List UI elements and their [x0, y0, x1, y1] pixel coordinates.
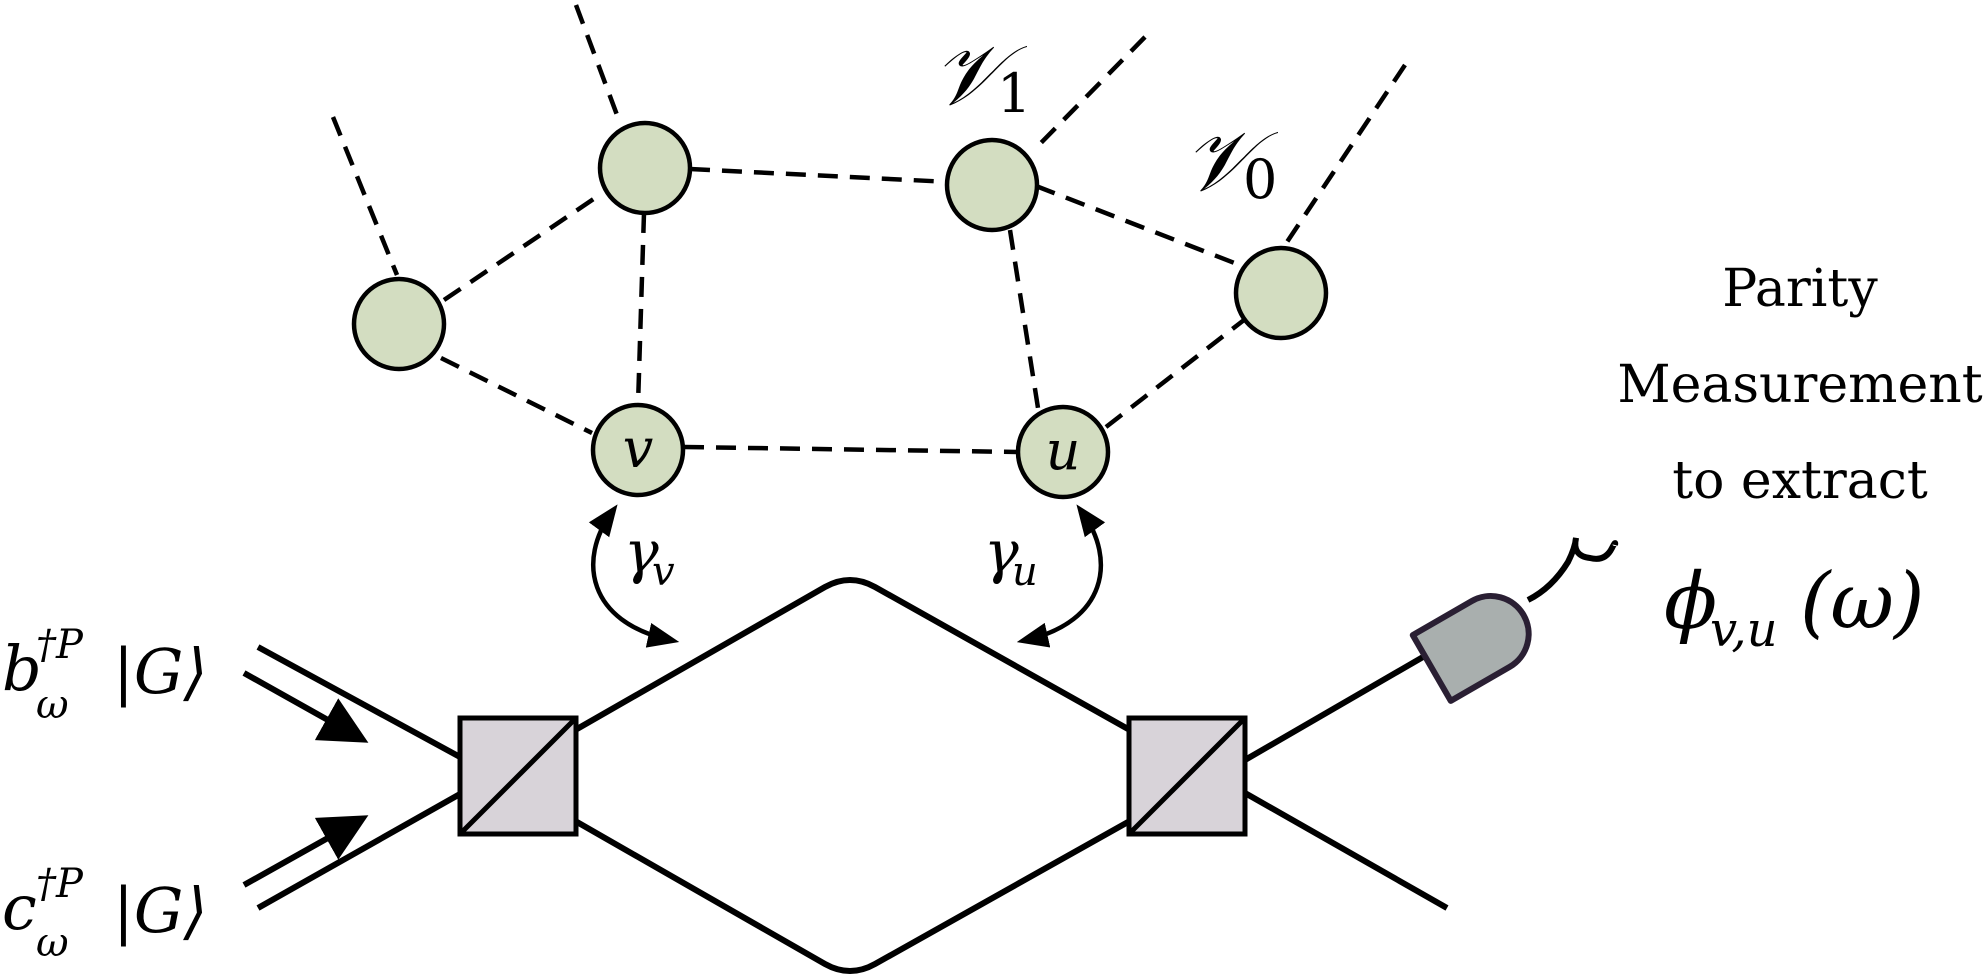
coupling-arrow-v — [588, 504, 680, 648]
gamma-u-sub: u — [1012, 549, 1038, 595]
gamma-v-base: γ — [624, 518, 659, 586]
measurement-line-1: Parity — [1722, 259, 1878, 319]
graph-nodes — [351, 120, 1329, 500]
edge-dangling-top — [573, 4, 623, 124]
node-v0 — [1233, 245, 1329, 341]
beam-splitter-2 — [1126, 715, 1248, 837]
edge-topmid-v1 — [689, 166, 951, 185]
node-u — [1015, 404, 1111, 500]
set-label-v0-sub: 0 — [1243, 148, 1277, 211]
set-label-v1-sub: 1 — [997, 62, 1031, 125]
output-path-free — [1243, 790, 1449, 911]
input-path-b — [256, 644, 462, 760]
input-b-base: b — [2, 632, 42, 705]
coupling-label-gamma-u: γ u — [984, 518, 1038, 595]
set-label-v0: 𝒱 0 — [1183, 112, 1278, 211]
input-path-c — [256, 791, 462, 911]
phi-base: ϕ — [1664, 557, 1717, 647]
node-v1 — [944, 137, 1040, 233]
edge-left-v — [439, 355, 594, 436]
output-path-detector — [1243, 643, 1444, 763]
node-v — [590, 402, 686, 498]
edge-v1-v0 — [1035, 183, 1238, 267]
input-label-b: b †P ω |G⟩ — [2, 622, 208, 728]
edge-left-topmid — [442, 194, 600, 302]
coupling-label-gamma-v: γ v — [624, 518, 675, 595]
node-u-label: u — [1046, 419, 1081, 482]
measurement-line-2: Measurement — [1617, 355, 1982, 415]
input-c-sub: ω — [36, 920, 69, 966]
input-arrow-c — [242, 815, 369, 888]
input-c-ket: |G⟩ — [113, 874, 208, 947]
input-b-ket: |G⟩ — [113, 635, 208, 708]
measurement-line-3: to extract — [1672, 451, 1928, 511]
interferometer-paths — [256, 577, 1449, 974]
gamma-u-base: γ — [984, 518, 1019, 586]
upper-arm — [575, 577, 1130, 732]
input-b-sub: ω — [36, 682, 69, 728]
input-c-base: c — [2, 871, 37, 944]
phi-arg: (ω) — [1800, 557, 1924, 647]
edge-dangling-v0 — [1283, 63, 1407, 247]
gamma-v-sub: v — [652, 549, 675, 595]
graph-edges — [330, 4, 1407, 455]
node-left — [351, 276, 447, 372]
lower-arm — [575, 819, 1130, 974]
input-label-c: c †P ω |G⟩ — [2, 861, 208, 966]
phi-sub: v,u — [1710, 602, 1778, 658]
coupling-arrow-u — [1016, 504, 1106, 648]
set-label-v1: 𝒱 1 — [932, 26, 1031, 125]
measurement-phi: ϕ v,u (ω) — [1664, 557, 1924, 658]
input-arrow-b — [242, 670, 369, 743]
measurement-caption: Parity Measurement to extract — [1617, 259, 1982, 511]
edge-topmid-v — [635, 212, 647, 406]
edge-dangling-left — [330, 116, 400, 276]
input-b-sup: †P — [36, 622, 84, 668]
detector-icon — [1409, 537, 1619, 704]
edge-v1-u — [1007, 229, 1041, 409]
edge-v-u — [683, 444, 1019, 455]
beam-splitter-1 — [457, 715, 579, 837]
node-top-middle — [597, 120, 693, 216]
edge-dangling-v1 — [1033, 35, 1147, 151]
node-v-label: v — [623, 417, 654, 480]
edge-u-v0 — [1104, 318, 1246, 429]
input-c-sup: †P — [36, 861, 84, 907]
